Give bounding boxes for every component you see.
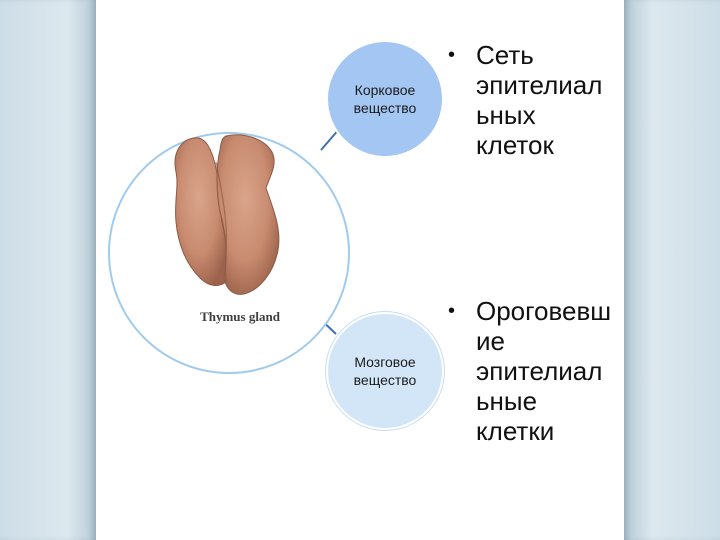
- thymus-left-lobe: [174, 137, 229, 286]
- thymus-right-lobe: [216, 134, 280, 295]
- figure-caption: Thymus gland: [200, 309, 280, 324]
- bullet-text: Ороговевш ие эпителиал ьные клетки: [476, 296, 612, 446]
- bullet-cortex: • Сеть эпителиал ьных клеток: [448, 40, 623, 160]
- medulla-node-label: Мозговое вещество: [353, 353, 417, 388]
- medulla-node: Мозговое вещество: [326, 312, 444, 430]
- left-side-band: [0, 0, 96, 540]
- bullet-text: Сеть эпителиал ьных клеток: [476, 40, 603, 160]
- bullet-marker: •: [448, 44, 456, 66]
- bullet-marker: •: [448, 300, 456, 322]
- thymus-lobe-division: [215, 161, 227, 283]
- bullet-medulla: • Ороговевш ие эпителиал ьные клетки: [448, 296, 623, 446]
- thymus-gland-image: [174, 134, 280, 295]
- cortex-node: Корковое вещество: [326, 40, 444, 158]
- right-side-band: [624, 0, 720, 540]
- cortex-node-label: Корковое вещество: [353, 81, 417, 116]
